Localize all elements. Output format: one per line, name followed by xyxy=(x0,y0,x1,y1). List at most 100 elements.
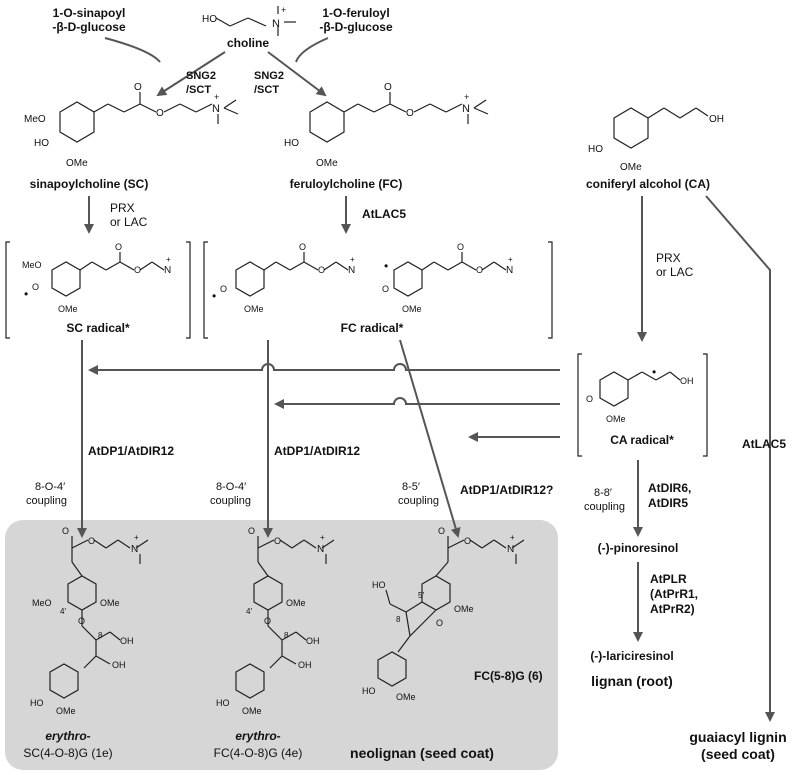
lariciresinol-label: (-)-lariciresinol xyxy=(590,649,673,663)
product-4e-line1: erythro- xyxy=(235,729,280,743)
atom-label: OMe xyxy=(316,158,338,169)
product-4e-structure: O O N + OMe 4′ O 8 OH OH HO OMe xyxy=(216,526,335,716)
atom-label: N xyxy=(164,265,171,276)
choline-plus-label: + xyxy=(281,5,286,15)
atom-label: OMe xyxy=(66,158,88,169)
fc-structure: O O N + HO OMe xyxy=(284,82,489,169)
atplr-line2: (AtPrR1, xyxy=(650,587,698,601)
atom-label: O xyxy=(299,242,306,252)
sc-radical-label: SC radical* xyxy=(66,321,130,335)
fc-radical-structure-a: O O N + O • OMe xyxy=(212,242,355,314)
enzyme-sng2-right-line2: /SCT xyxy=(254,84,279,96)
coupling-2-line1: 8-O-4′ xyxy=(216,481,246,493)
enzyme-sng2-left-line1: SNG2 xyxy=(186,70,216,82)
atom-label: O xyxy=(88,536,95,546)
pinoresinol-label: (-)-pinoresinol xyxy=(598,541,679,555)
atdp1-c-label: AtDP1/AtDIR12? xyxy=(460,483,553,497)
atom-label: OMe xyxy=(56,706,76,716)
coupling-3-line2: coupling xyxy=(398,495,439,507)
choline-label: choline xyxy=(227,36,269,50)
atom-label: OMe xyxy=(100,598,120,608)
fc-label: feruloylcholine (FC) xyxy=(290,177,403,191)
atom-label: N xyxy=(507,544,514,555)
atom-label: 8 xyxy=(98,631,103,640)
atom-label: N xyxy=(131,544,138,555)
choline-oh-label: HO xyxy=(202,14,217,25)
atom-label: + xyxy=(214,92,219,102)
product-1e-line2: SC(4-O-8)G (1e) xyxy=(23,746,112,760)
atom-label: N xyxy=(317,544,324,555)
atplr-line3: AtPrR2) xyxy=(650,602,695,616)
atom-label: + xyxy=(510,533,515,542)
atom-label: + xyxy=(166,255,171,264)
atom-label: O xyxy=(274,536,281,546)
coupling-4-line2: coupling xyxy=(584,501,625,513)
ca-label: coniferyl alcohol (CA) xyxy=(586,177,710,191)
guaiacyl-lignin-line1: guaiacyl lignin xyxy=(689,729,786,745)
atom-label: OH xyxy=(120,636,134,646)
atom-label: + xyxy=(464,92,469,102)
arrow-ca-to-fc-coupling xyxy=(274,397,560,409)
atom-label: + xyxy=(320,533,325,542)
feruloyl-glucose-line1: 1-O-feruloyl xyxy=(322,6,389,20)
feruloyl-glucose-curve xyxy=(295,37,329,63)
product-6-label: FC(5-8)G (6) xyxy=(474,669,543,683)
atom-label: O xyxy=(436,618,443,628)
arrow-choline-to-sc xyxy=(156,51,226,97)
atom-label: OMe xyxy=(286,598,306,608)
atom-label: OH xyxy=(306,636,320,646)
atom-label: O xyxy=(457,242,464,252)
prx-lac-sc-line1: PRX xyxy=(110,201,135,215)
coupling-1-line2: coupling xyxy=(26,495,67,507)
lignan-root-label: lignan (root) xyxy=(591,673,673,689)
atom-label: OMe xyxy=(244,304,264,314)
ca-radical-bracket-left xyxy=(577,353,582,457)
fc-radical-bracket-right xyxy=(548,241,553,339)
atdp1-a-label: AtDP1/AtDIR12 xyxy=(88,444,174,458)
atom-label: OH xyxy=(709,114,724,125)
atom-label: OMe xyxy=(402,304,422,314)
atom-label: HO xyxy=(362,686,376,696)
atom-label: MeO xyxy=(32,598,52,608)
sinapoyl-glucose-line1: 1-O-sinapoyl xyxy=(53,6,126,20)
atdir-line1: AtDIR6, xyxy=(648,481,691,495)
product-1e-structure: O O N + MeO OMe 4′ O 8 OH OH HO OMe xyxy=(30,526,149,716)
atom-label: O xyxy=(78,616,85,626)
atom-label: O xyxy=(438,526,445,536)
enzyme-sng2-left-line2: /SCT xyxy=(186,84,211,96)
atom-label: O xyxy=(134,265,141,275)
arrow-ca-to-sc-coupling xyxy=(88,363,560,375)
product-6-structure: O O N + HO 5′ 8 O OMe HO OMe xyxy=(362,526,525,702)
atom-label: O xyxy=(384,82,392,93)
ca-radical-structure: OH • O OMe xyxy=(586,365,694,424)
atom-label: 5′ xyxy=(418,591,424,600)
coupling-1-line1: 8-O-4′ xyxy=(35,481,65,493)
atom-label: N xyxy=(462,103,470,115)
atom-label: O xyxy=(476,265,483,275)
prx-lac-sc-line2: or LAC xyxy=(110,215,148,229)
enzyme-sng2-right-line1: SNG2 xyxy=(254,70,284,82)
arrow-choline-to-fc xyxy=(267,51,327,97)
arrow-fc-85-coupling xyxy=(399,339,461,538)
sc-radical-bracket-left xyxy=(5,241,10,339)
sinapoyl-glucose-curve xyxy=(104,37,161,63)
atom-label: • xyxy=(384,259,388,273)
atom-label: OMe xyxy=(242,706,262,716)
atom-label: N xyxy=(506,265,513,276)
atom-label: MeO xyxy=(24,114,46,125)
atom-label: 8 xyxy=(284,631,289,640)
atlac5-right-label: AtLAC5 xyxy=(742,437,786,451)
atom-label: N xyxy=(212,103,220,115)
feruloyl-glucose-line2: -β-D-glucose xyxy=(319,20,393,34)
ca-radical-bracket-right xyxy=(703,353,708,457)
atom-label: MeO xyxy=(22,260,42,270)
prx-lac-ca-line2: or LAC xyxy=(656,265,694,279)
atom-label: OMe xyxy=(606,414,626,424)
atom-label: + xyxy=(134,533,139,542)
atplr-line1: AtPLR xyxy=(650,572,687,586)
atom-label: OH xyxy=(680,376,694,386)
atom-label: N xyxy=(348,265,355,276)
coupling-4-line1: 8-8′ xyxy=(594,487,612,499)
atom-label: O xyxy=(220,284,227,294)
